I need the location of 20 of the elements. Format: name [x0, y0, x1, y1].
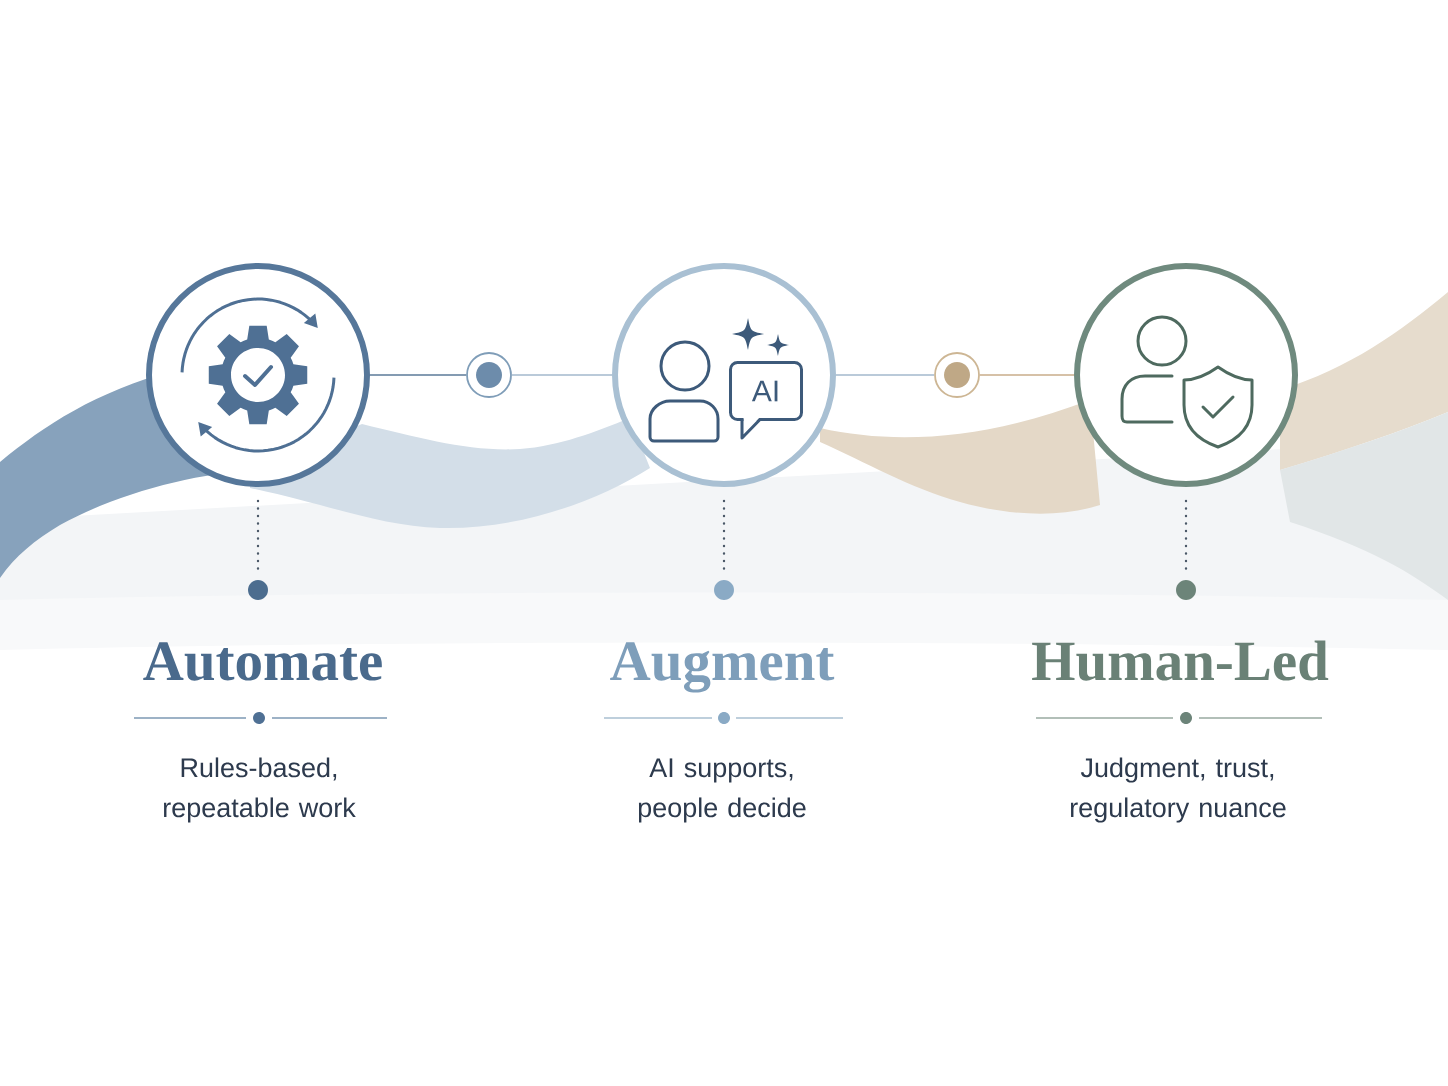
- ring-marker: [934, 352, 980, 398]
- heading: Human-Led: [1032, 640, 1329, 681]
- dot-marker: [1176, 580, 1196, 600]
- dotted-line: [722, 499, 726, 571]
- description: Rules-based, repeatable work: [164, 757, 356, 823]
- heading: Augment: [610, 642, 835, 693]
- connector-line: [369, 374, 467, 376]
- connector-line: [979, 374, 1075, 376]
- connector-line: [835, 374, 935, 376]
- dot-marker: [248, 580, 268, 600]
- dotted-line: [256, 499, 260, 571]
- dotted-line: [1184, 499, 1188, 571]
- connector-line: [511, 374, 613, 376]
- dot-marker: [714, 580, 734, 600]
- description: AI supports, people decide: [638, 758, 806, 823]
- description: Judgment, trust, regulatory nuance: [1071, 757, 1286, 823]
- heading: Automate: [143, 642, 382, 681]
- ring-marker: [466, 352, 512, 398]
- speech-bubble: AI: [729, 361, 803, 440]
- stage-circle: [1074, 263, 1298, 487]
